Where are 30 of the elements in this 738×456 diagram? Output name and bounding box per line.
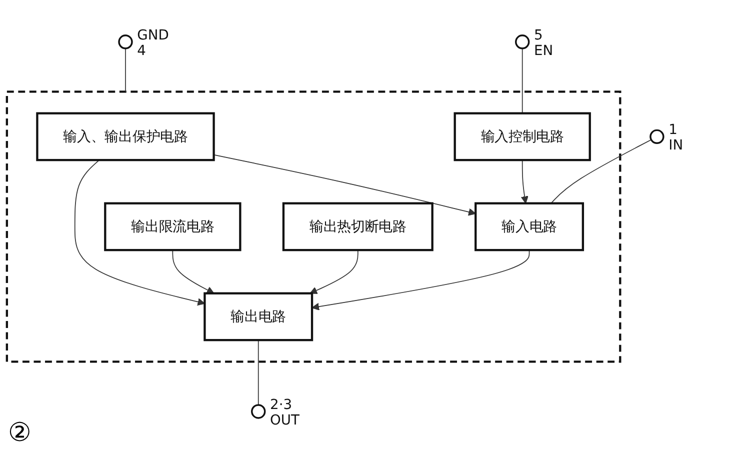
node-circle [515, 34, 530, 50]
connector [550, 139, 652, 204]
arrow [172, 250, 214, 294]
arrow [520, 160, 528, 204]
arrow [310, 250, 358, 294]
node-box: 输入控制电路 [454, 112, 591, 162]
pin-label: EN [534, 42, 554, 59]
pin-label: IN [668, 138, 684, 154]
node-circle [650, 129, 664, 144]
pin-label: 1 [668, 122, 678, 138]
pin-label: GND [137, 27, 169, 44]
connector [522, 48, 523, 114]
arrow [312, 250, 530, 310]
pin-label: 4 [137, 42, 146, 59]
node-circle [118, 34, 133, 50]
node-circle [251, 404, 266, 419]
arrow [213, 154, 476, 216]
pin-label: 5 [534, 27, 543, 44]
node-box: 输入电路 [474, 202, 584, 252]
figure-number: ② [8, 418, 32, 448]
node-box: 输入、输出保护电路 [36, 112, 215, 162]
connector [125, 48, 126, 92]
node-box: 输出限流电路 [104, 202, 242, 252]
node-box: 输出电路 [204, 292, 314, 342]
node-box: 输出热切断电路 [282, 202, 434, 252]
pin-label: 2·3 [270, 396, 292, 413]
arrow [74, 160, 206, 306]
pin-label: OUT [270, 412, 300, 428]
cluster [6, 90, 622, 363]
connector [258, 340, 259, 406]
